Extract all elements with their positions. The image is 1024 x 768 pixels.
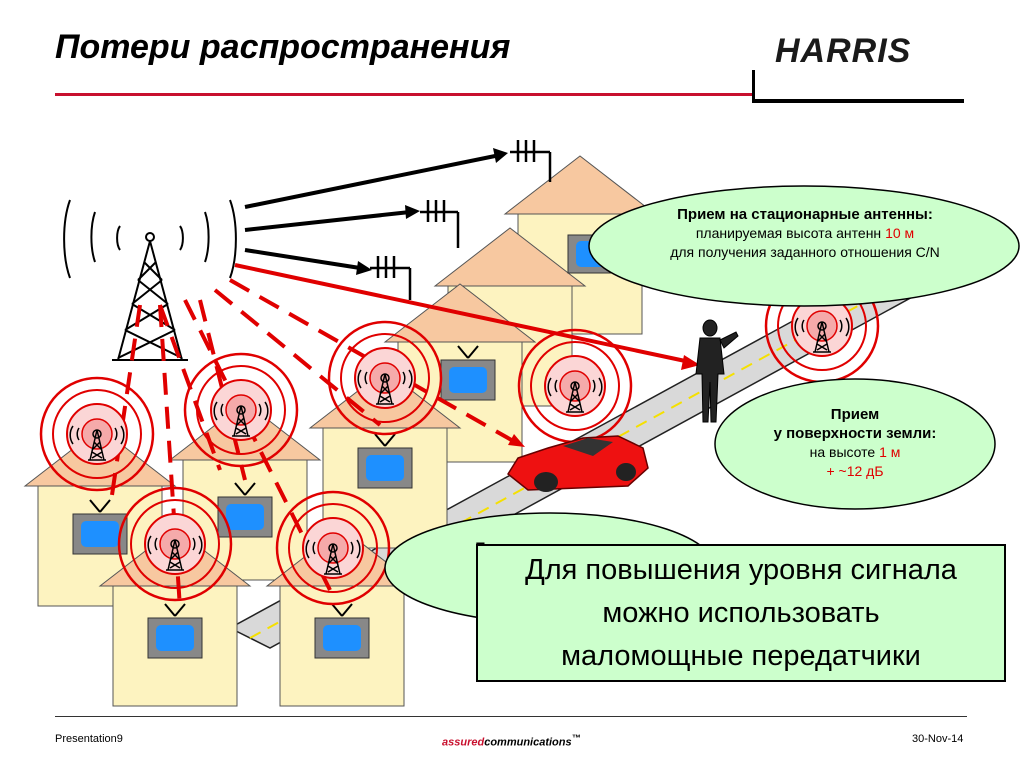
ground-level-heading2: у поверхности земли: (773, 425, 937, 442)
footer-tagline: assuredcommunications™ (442, 733, 581, 749)
header-rule-red (55, 93, 755, 96)
callout-line1: Для повышения уровня сигнала (525, 554, 957, 586)
callout-line3: маломощные передатчики (561, 640, 921, 672)
fixed-antennas-line2: для получения заданного отношения C/N (670, 244, 940, 260)
footer-rule (55, 716, 967, 717)
header-rule-black-vertical (752, 70, 755, 103)
rooftop-antenna-2 (420, 200, 460, 248)
antenna-height-value: 10 м (885, 225, 915, 241)
broadcast-tower-icon (63, 199, 237, 361)
low-power-transmitters-callout: Для повышения уровня сигнала можно испол… (476, 544, 1006, 682)
fixed-antennas-heading: Прием на стационарные антенны: (677, 206, 933, 223)
header-rule-black (752, 99, 964, 103)
rooftop-antenna-1 (510, 140, 552, 182)
antenna-height-label: планируемая высота антенн (695, 225, 886, 241)
ground-level-text: Прием у поверхности земли: на высоте 1 м… (720, 405, 990, 481)
footer-presentation-name: Presentation9 (55, 733, 123, 745)
fixed-antennas-bubble (588, 185, 1020, 307)
footer-tagline-rest: communications (484, 736, 572, 749)
footer-trademark: ™ (571, 733, 581, 743)
footer-tagline-accent: assured (442, 736, 485, 749)
ground-level-heading1: Прием (830, 406, 880, 423)
rooftop-antenna-3 (370, 256, 412, 300)
harris-logo: HARRIS (775, 32, 912, 70)
ground-level-gain: + ~12 дБ (826, 463, 884, 479)
ground-height-label: на высоте (809, 444, 880, 460)
footer-date: 30-Nov-14 (912, 733, 964, 745)
car-icon (507, 435, 649, 492)
ground-level-line1: на высоте 1 м (720, 443, 990, 462)
fixed-antennas-text: Прием на стационарные антенны: планируем… (600, 205, 1010, 262)
person-icon (695, 319, 739, 423)
fixed-antennas-line1: планируемая высота антенн 10 м (600, 224, 1010, 243)
page-title: Потери распространения (55, 28, 511, 66)
callout-line2: можно использовать (602, 597, 880, 629)
ground-level-bubble (714, 378, 996, 510)
ground-height-value: 1 м (879, 444, 901, 460)
